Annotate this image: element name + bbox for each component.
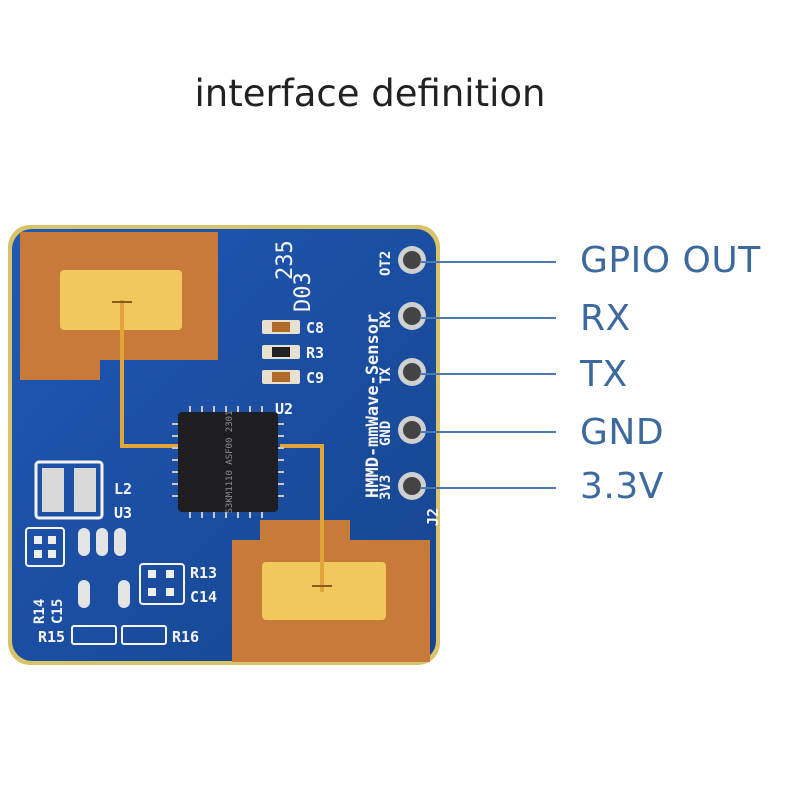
- pin-label-tx: TX: [580, 354, 628, 395]
- pin-label-gpio-out: GPIO OUT: [580, 240, 761, 281]
- silk-pin-3v3: 3V3: [378, 475, 394, 500]
- silk-r14: R14: [32, 599, 48, 624]
- silk-c14: C14: [190, 588, 217, 606]
- silk-pin-gnd: GND: [378, 421, 394, 446]
- components-top: [262, 320, 300, 384]
- silk-r13: R13: [190, 564, 217, 582]
- silk-j2: J2: [424, 508, 442, 526]
- pin-label-3v3: 3.3V: [580, 466, 664, 507]
- silk-c8: C8: [306, 319, 324, 337]
- silk-pin-rx: RX: [378, 311, 394, 328]
- silk-u3: U3: [114, 504, 132, 522]
- silk-c9: C9: [306, 369, 324, 387]
- feed-line-bottom: [280, 444, 324, 592]
- silk-code: 235: [273, 240, 298, 280]
- chip-pins: [172, 406, 284, 518]
- silk-c15: C15: [50, 599, 66, 624]
- silk-batch: D03: [291, 272, 316, 312]
- feed-line-top: [120, 300, 180, 448]
- components-lower-left: [25, 460, 185, 645]
- pin-label-gnd: GND: [580, 412, 665, 453]
- silk-r15: R15: [38, 628, 65, 646]
- silk-pin-tx: TX: [378, 367, 394, 384]
- header-pins: [398, 246, 426, 500]
- leader-lines: [420, 261, 556, 489]
- pin-label-rx: RX: [580, 298, 631, 339]
- silk-u2: U2: [275, 400, 293, 418]
- page-title: interface definition: [194, 72, 546, 115]
- silk-pin-ot2: OT2: [378, 251, 394, 276]
- silk-l2: L2: [114, 480, 132, 498]
- chip-marking: S3KM1110 ASF00 2301: [225, 411, 235, 514]
- silk-sensor-name: HMMD-mmWave-Sensor: [363, 314, 383, 498]
- silk-r16: R16: [172, 628, 199, 646]
- silk-r3: R3: [306, 344, 324, 362]
- radar-chip: [178, 412, 278, 512]
